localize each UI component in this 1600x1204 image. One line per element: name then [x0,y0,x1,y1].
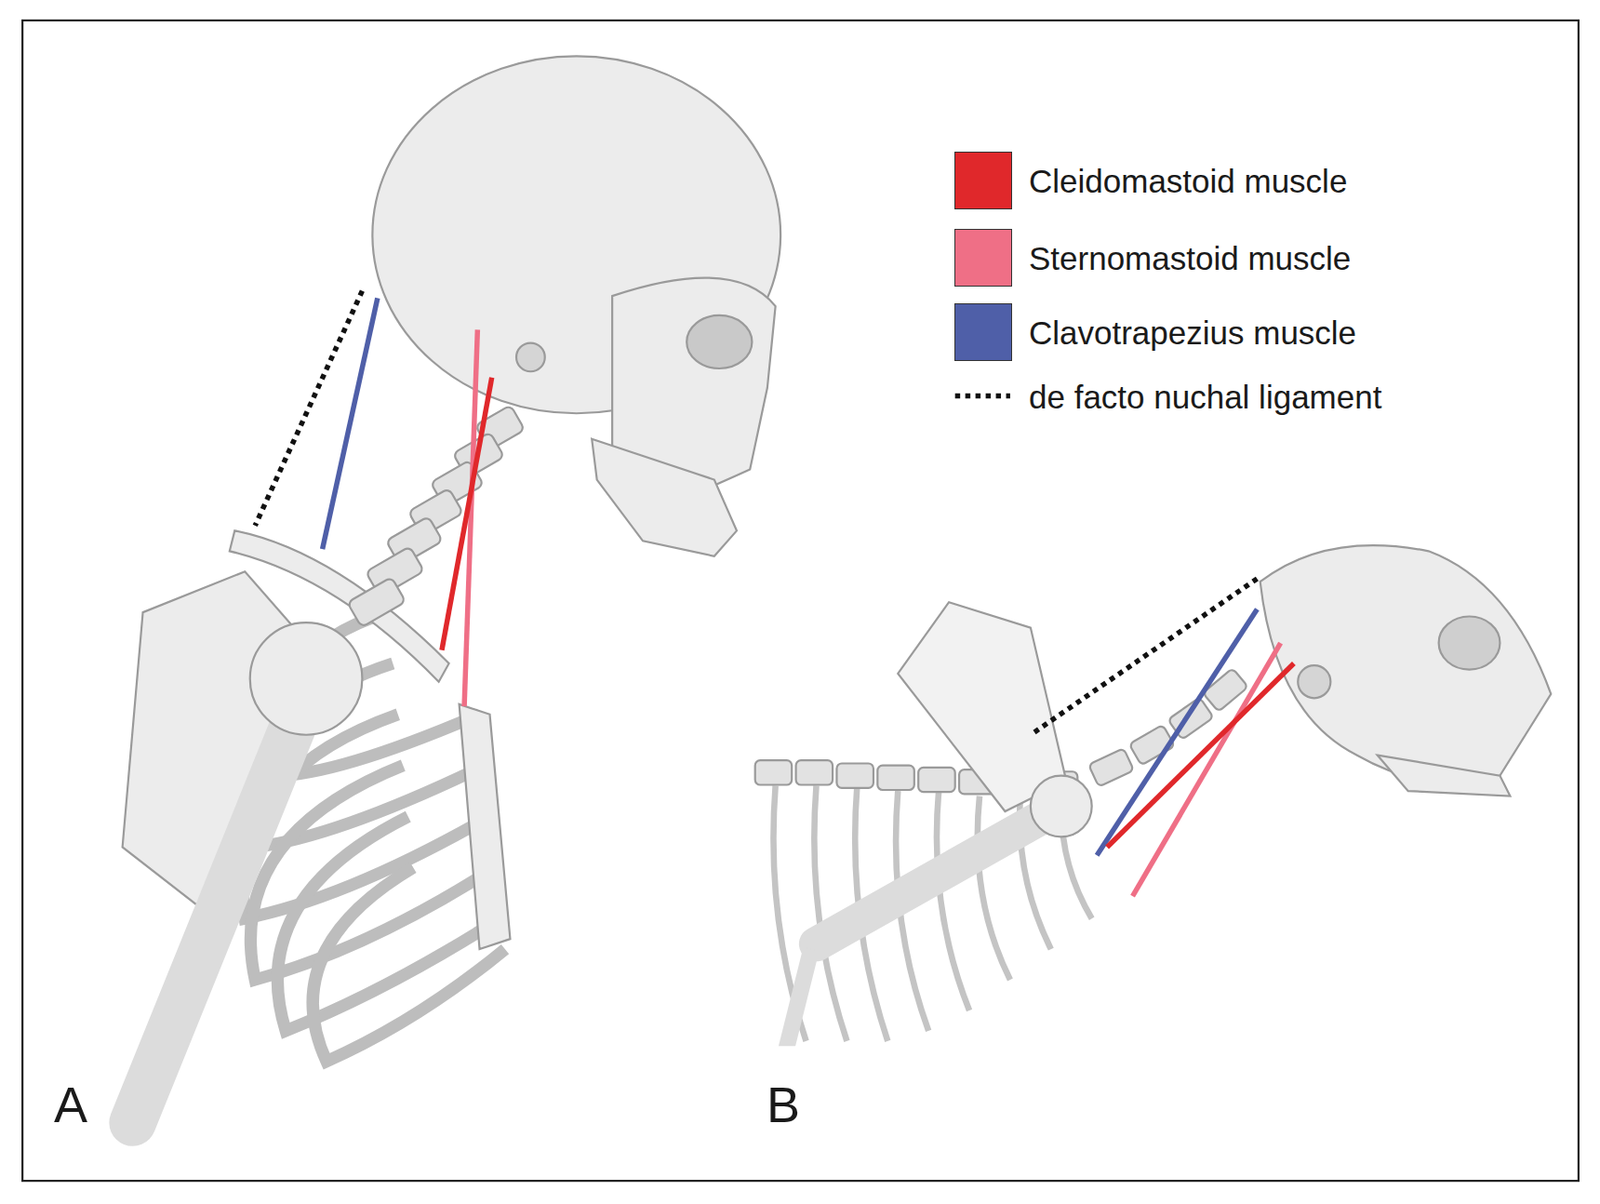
mandible [591,439,737,557]
legend-text: Clavotrapezius muscle [1028,316,1357,349]
cat-skeleton [755,545,1552,1046]
legend-swatch [954,303,1013,361]
legend-text: Sternomastoid muscle [1028,241,1351,275]
frame [22,20,1579,1181]
legend-text: Cleidomastoid muscle [1028,164,1347,198]
cat-jaw [1377,755,1511,797]
sternum [459,704,511,949]
legend-text: de facto nuchal ligament [1028,380,1382,414]
cranium [372,55,781,414]
panel-letter: B [766,1079,800,1130]
legend-swatch [954,228,1013,287]
cat-skull [1260,545,1552,783]
scapula [897,601,1067,812]
panel-letter: A [53,1079,88,1130]
legend-swatch [954,151,1013,210]
legend-line-sample [955,393,1011,399]
human-skeleton [122,55,782,1122]
